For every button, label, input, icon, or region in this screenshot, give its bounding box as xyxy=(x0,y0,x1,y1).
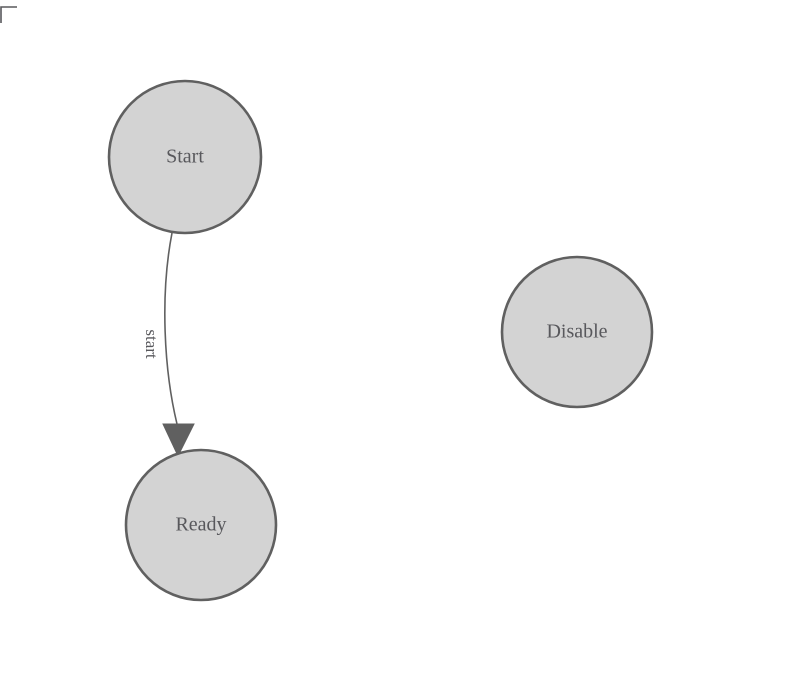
edge-start-to-ready[interactable]: start xyxy=(142,232,195,458)
node-ready-label: Ready xyxy=(175,514,226,536)
node-disable-label: Disable xyxy=(546,321,607,343)
arrowhead-icon xyxy=(162,423,195,458)
node-start-circle[interactable] xyxy=(107,79,263,235)
edge-path-start-to-ready xyxy=(164,232,178,425)
edge-label-start: start xyxy=(142,329,161,359)
node-ready[interactable]: Ready xyxy=(124,448,278,602)
node-disable[interactable]: Disable xyxy=(500,255,654,409)
node-start-label: Start xyxy=(166,146,204,168)
node-start[interactable]: Start xyxy=(107,79,263,235)
top-left-corner-mark xyxy=(0,6,17,23)
node-disable-circle[interactable] xyxy=(500,255,654,409)
node-ready-circle[interactable] xyxy=(124,448,278,602)
